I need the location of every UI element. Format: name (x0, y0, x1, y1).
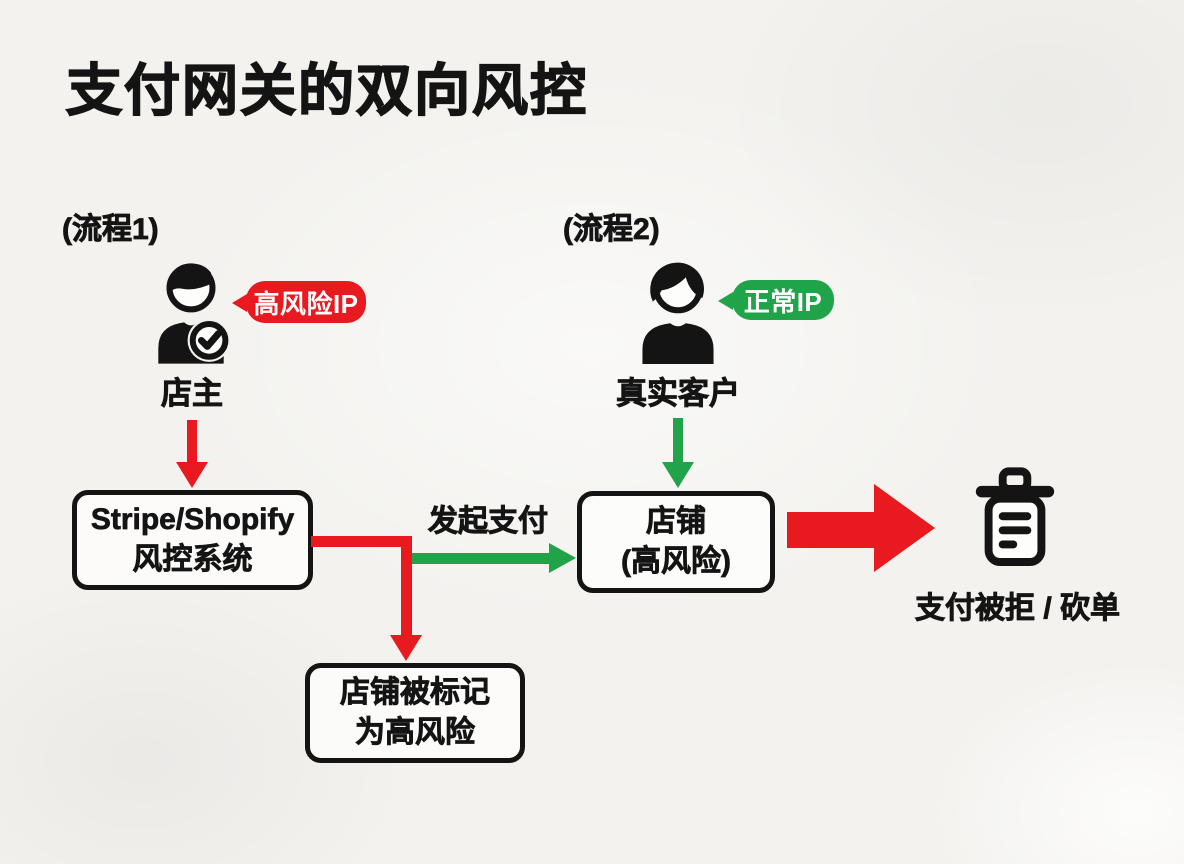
arrow-payment-head (549, 543, 576, 573)
flagged-line1: 店铺被标记 (340, 676, 491, 710)
shop-owner-label: 店主 (161, 376, 224, 412)
customer-user-icon (634, 260, 722, 364)
flagged-high-risk-box: 店铺被标记 为高风险 (305, 663, 525, 763)
arrow-risk-to-flag-vbar (401, 536, 412, 636)
shop-high-risk-box: 店铺 (高风险) (577, 491, 775, 593)
arrow-customer-to-shop-head (662, 462, 694, 488)
shop-line2: (高风险) (621, 545, 732, 579)
normal-ip-badge-label: 正常IP (743, 286, 823, 317)
initiate-payment-label: 发起支付 (428, 505, 549, 539)
high-risk-ip-badge: 高风险IP (232, 281, 366, 323)
badge-tail-left (718, 292, 733, 310)
outcome-label: 支付被拒 / 砍单 (914, 592, 1121, 626)
flow1-heading: (流程1) (62, 213, 159, 247)
badge-tail-left (232, 294, 247, 312)
customer-label: 真实客户 (616, 376, 741, 412)
normal-ip-badge: 正常IP (718, 280, 834, 320)
risk-system-line2: 风控系统 (132, 543, 253, 577)
arrow-risk-to-flag-hbar (311, 536, 412, 547)
page-title: 支付网关的双向风控 (65, 58, 588, 123)
trash-icon (971, 467, 1059, 569)
arrow-owner-to-risk-shaft (187, 420, 197, 463)
shop-line1: 店铺 (646, 505, 707, 539)
high-risk-ip-badge-label: 高风险IP (253, 288, 359, 319)
risk-system-line1: Stripe/Shopify (90, 503, 295, 537)
big-red-arrow (787, 483, 936, 573)
arrow-customer-to-shop-shaft (673, 418, 683, 463)
flow2-heading: (流程2) (563, 213, 660, 247)
arrow-owner-to-risk-head (176, 462, 208, 488)
arrow-risk-to-flag-head (390, 635, 422, 661)
flagged-line2: 为高风险 (355, 716, 476, 750)
arrow-payment-shaft (412, 553, 549, 564)
risk-system-box: Stripe/Shopify 风控系统 (72, 490, 313, 590)
shop-owner-user-icon (148, 260, 234, 364)
